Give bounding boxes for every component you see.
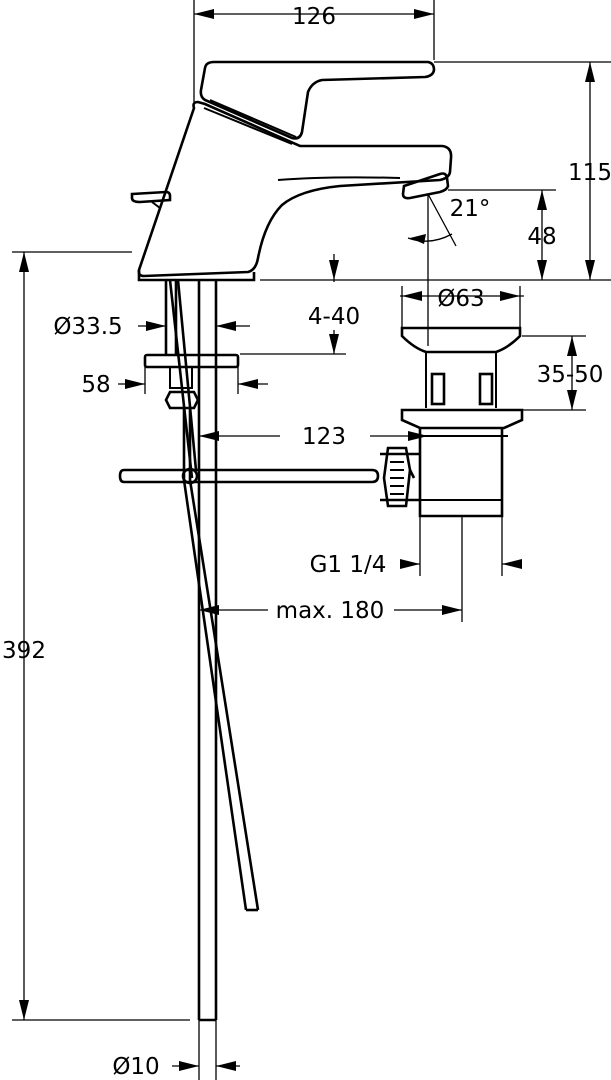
label-rod-distance: 123: [302, 424, 346, 450]
label-waste-diameter: Ø63: [437, 286, 484, 312]
label-shank-diameter: Ø33.5: [53, 314, 122, 340]
label-counter-thickness: 4-40: [308, 304, 360, 330]
label-below-counter: 392: [2, 638, 46, 664]
label-spout-reach: 126: [292, 4, 336, 30]
dimension-labels: 126 115 21° 48 392 Ø33.5 4-40 Ø63 58 35-…: [2, 4, 611, 1080]
label-spout-height: 48: [527, 224, 556, 250]
under-counter-fittings: [118, 279, 380, 1022]
label-pipe-diameter: Ø10: [112, 1054, 159, 1080]
label-max-distance: max. 180: [276, 598, 385, 624]
label-angle: 21°: [450, 196, 491, 222]
waste-fitting: [380, 326, 524, 518]
label-plate-width: 58: [81, 372, 110, 398]
dimension-lines: [12, 0, 611, 1080]
label-waste-thread: G1 1/4: [310, 552, 387, 578]
faucet-body: [130, 60, 453, 282]
label-total-height: 115: [568, 160, 611, 186]
label-waste-height: 35-50: [537, 362, 604, 388]
